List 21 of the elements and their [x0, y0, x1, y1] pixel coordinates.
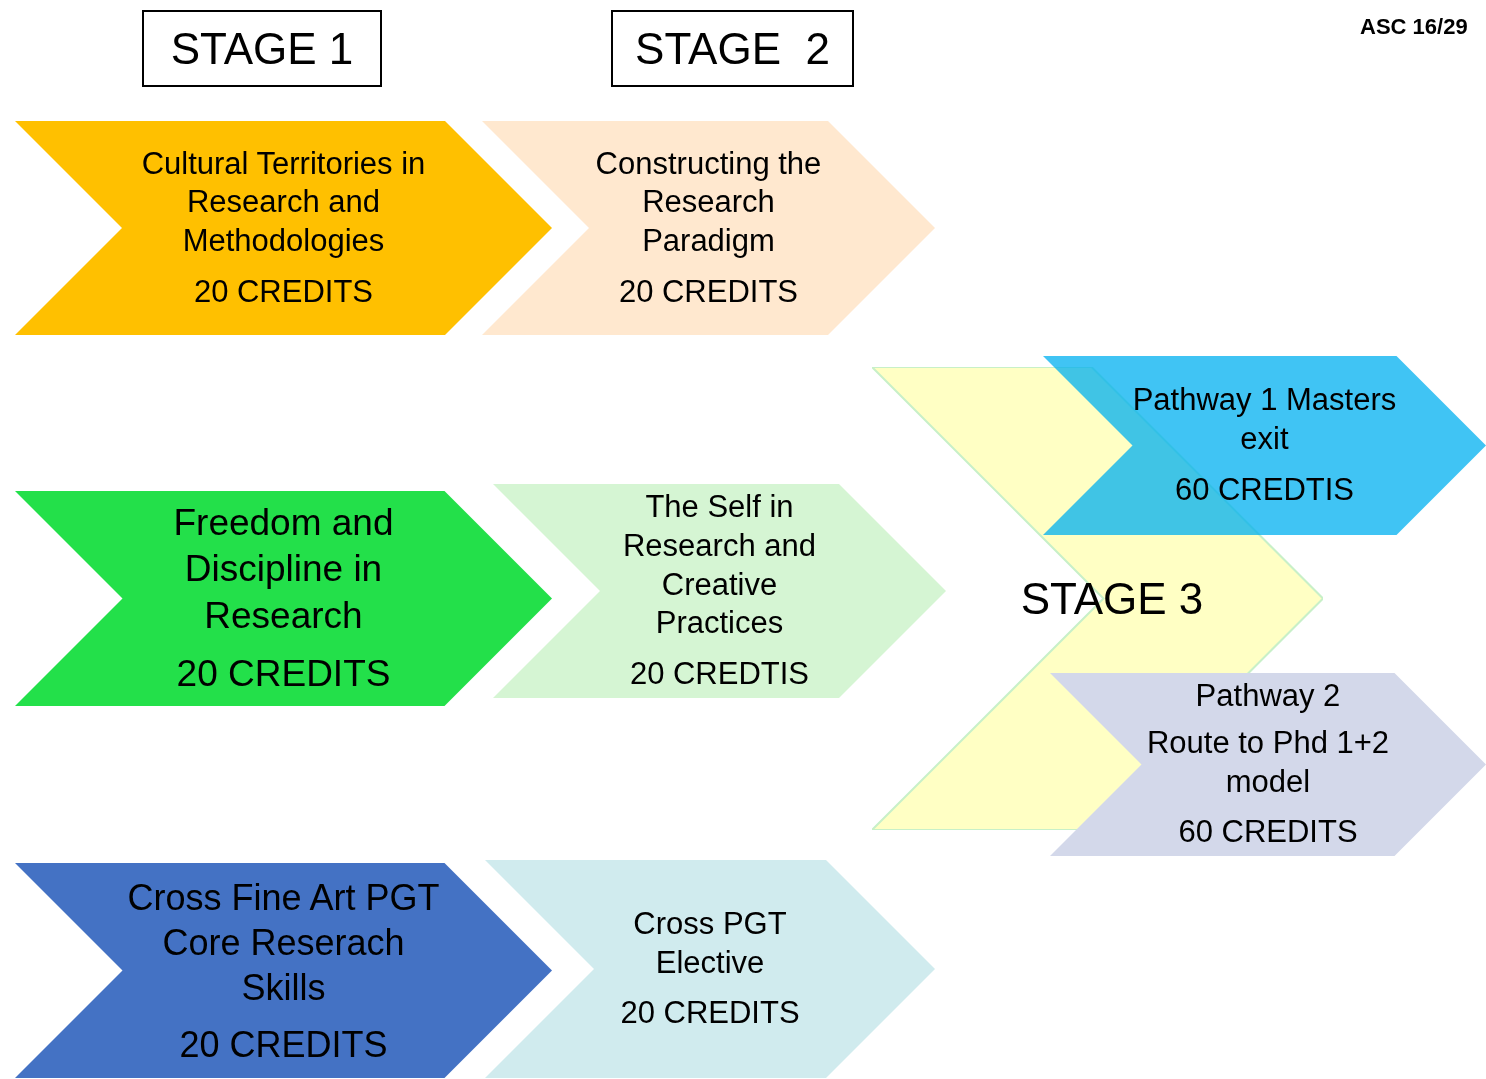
credits-text: 60 CREDITS [1178, 813, 1358, 852]
module-title: Cross Fine Art PGT Core Reserach Skills [126, 875, 441, 1010]
module-title: Freedom and Discipline in Research [172, 501, 395, 638]
module-title: Cross PGT Elective [632, 904, 788, 982]
credits-text: 20 CREDITS [620, 994, 800, 1033]
credits-text: 60 CREDTIS [1174, 470, 1355, 509]
reference-code: ASC 16/29 [1360, 14, 1468, 40]
credits-text: 20 CREDITS [618, 272, 799, 311]
module-title: Cultural Territories in Research and Methodologies [140, 144, 427, 260]
route-text: Route to Phd 1+2 model [1145, 723, 1391, 801]
stage-heading: STAGE 2 [611, 10, 854, 87]
credits-text: 20 CREDITS [176, 651, 391, 696]
credits-text: 20 CREDITS [179, 1022, 388, 1067]
credits-text: 20 CREDITS [193, 272, 374, 311]
stage-heading: STAGE 1 [142, 10, 382, 87]
module-title: Constructing the Research Paradigm [594, 144, 823, 260]
module-title: Pathway 1 Masters exit [1131, 381, 1398, 459]
pathway-title: Pathway 2 [1195, 677, 1341, 715]
module-title: The Self in Research and Creative Practices [621, 488, 817, 643]
stage-heading: STAGE 3 [1020, 573, 1204, 625]
credits-text: 20 CREDTIS [629, 655, 810, 694]
